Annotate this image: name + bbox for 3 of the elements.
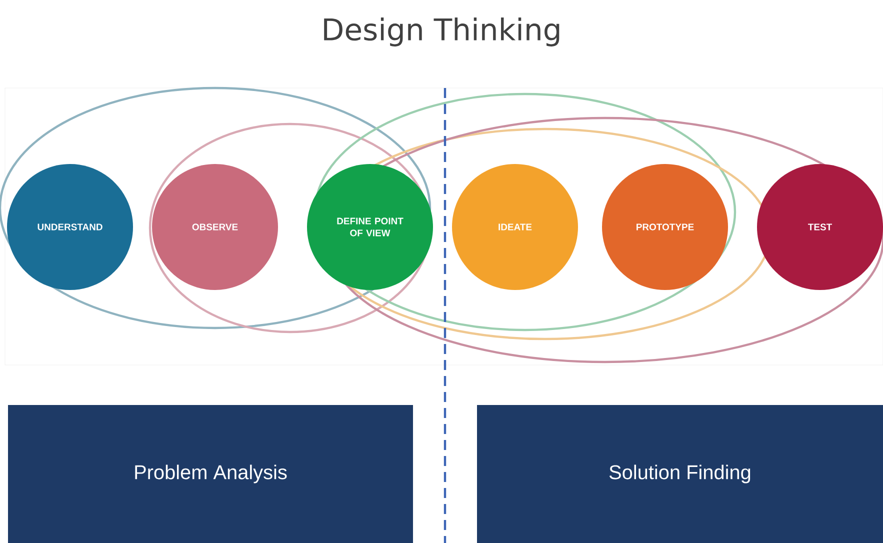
phase-box: Solution Finding <box>477 404 883 543</box>
phase-box: Problem Analysis <box>8 404 413 543</box>
title: Design Thinking <box>324 18 560 46</box>
